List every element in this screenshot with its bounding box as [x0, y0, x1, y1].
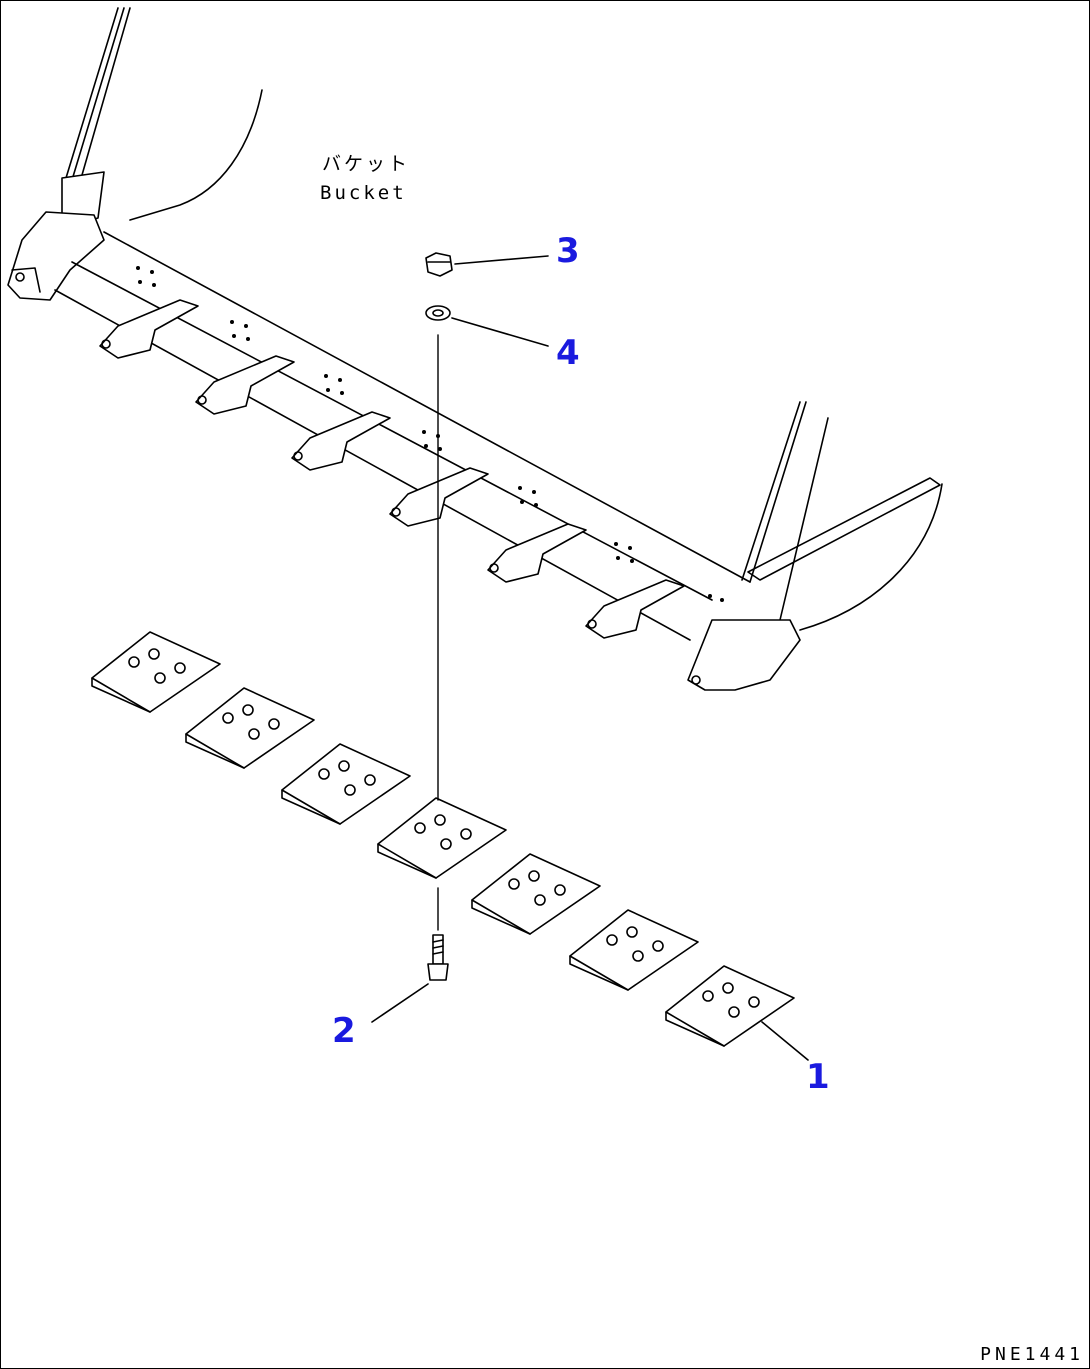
callout-number-1: 1 [806, 1057, 830, 1097]
shroud-plate [665, 965, 795, 1047]
shroud-plate [185, 687, 315, 769]
shroud-plates [91, 631, 795, 1047]
shroud-plate [569, 909, 699, 991]
shroud-plate [281, 743, 411, 825]
drawing-code: PNE1441 [980, 1344, 1084, 1365]
shroud-plate [91, 631, 221, 713]
tooth-adapters [99, 299, 685, 639]
bucket-cutting-edge [54, 231, 751, 641]
bucket-label-jp: バケット [322, 153, 410, 175]
nut-part [425, 252, 549, 277]
leader-line-1 [761, 1021, 809, 1061]
shroud-plate [377, 797, 507, 879]
shroud-plate [471, 853, 601, 935]
callout-number-2: 2 [332, 1011, 356, 1051]
bucket-left-side [7, 7, 263, 301]
bolt-part [371, 934, 449, 1023]
callout-number-4: 4 [556, 333, 580, 373]
bucket-right-side [687, 401, 943, 691]
washer-part [425, 305, 549, 347]
callout-number-3: 3 [556, 231, 580, 271]
bucket-label-en: Bucket [320, 182, 407, 204]
